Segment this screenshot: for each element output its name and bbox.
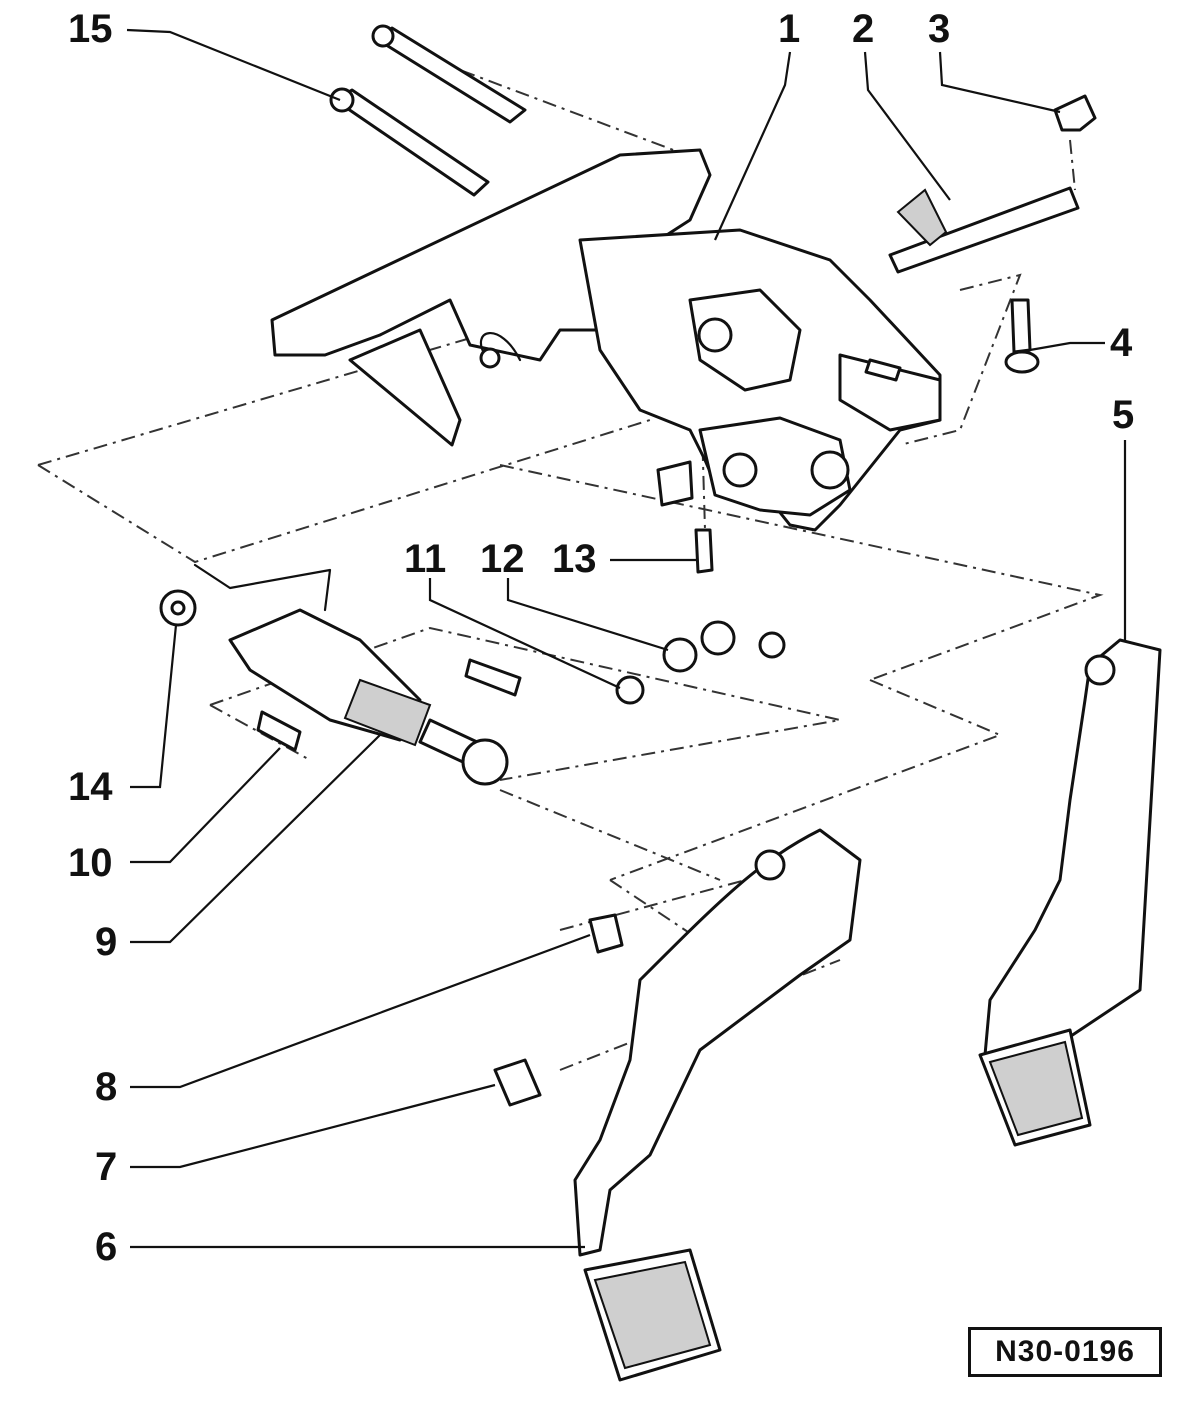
callout-10: 10 [68,841,113,885]
leader-lines [126,28,1127,1249]
callout-13: 13 [552,537,597,581]
callout-1: 1 [778,7,800,51]
callout-6: 6 [95,1225,117,1269]
fitting-8 [588,913,624,954]
callout-2: 2 [852,7,874,51]
pedal-bracket [270,148,942,532]
bolt-13 [694,528,714,574]
cylinder-bolt [464,658,522,697]
callout-9: 9 [95,920,117,964]
bolt-10 [256,710,302,752]
retaining-clip [1053,94,1097,132]
callout-11: 11 [404,537,446,581]
callout-5: 5 [1112,393,1134,437]
bolt-4 [1004,298,1040,374]
figure-code: N30-0196 [968,1327,1162,1377]
washer [159,589,197,627]
brake-pedal [978,638,1162,1147]
bushings [615,620,786,705]
callout-12: 12 [480,537,525,581]
callout-14: 14 [68,765,113,809]
master-cylinder [193,563,509,786]
callout-labels: 15 1 2 3 4 5 11 12 13 14 10 9 8 7 6 [68,7,1134,1269]
clutch-pedal [573,828,862,1382]
callout-15: 15 [68,7,113,51]
callout-8: 8 [95,1065,117,1109]
pivot-shaft [888,186,1080,274]
callout-3: 3 [928,7,950,51]
callout-4: 4 [1110,321,1133,365]
callout-7: 7 [95,1145,117,1189]
long-bolts [329,24,527,197]
fitting-7 [493,1058,542,1107]
